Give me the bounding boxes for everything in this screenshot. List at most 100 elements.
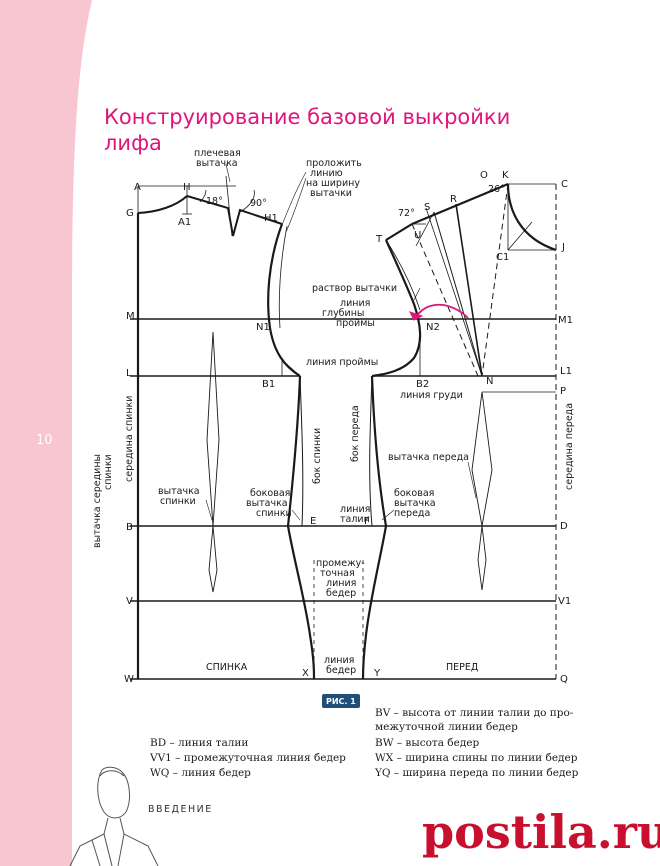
back-neckline: [137, 195, 188, 214]
svg-text:N: N: [486, 376, 493, 387]
svg-text:R: R: [450, 194, 457, 205]
svg-text:линия: линия: [324, 655, 354, 666]
legend-right: BV – высота от линии талии до про- межут…: [374, 707, 579, 779]
svg-text:линия проймы: линия проймы: [306, 357, 378, 368]
back-side-dart: [299, 375, 304, 527]
svg-text:BV – высота от линии талии до: BV – высота от линии талии до про-: [375, 707, 574, 719]
pink-side-band: [0, 0, 92, 866]
angle-72: 72°: [398, 208, 415, 219]
svg-text:YQ – ширина переда по линии бе: YQ – ширина переда по линии бедер: [374, 767, 579, 779]
svg-text:Y: Y: [373, 668, 381, 679]
svg-text:C: C: [561, 179, 568, 190]
svg-text:проложить: проложить: [306, 158, 362, 169]
point-letters: A H A1 G H1 M N1 L B1 B E V W X O K C S …: [124, 170, 573, 685]
svg-text:C1: C1: [496, 252, 509, 263]
svg-text:V: V: [126, 596, 133, 607]
svg-text:B: B: [126, 522, 133, 533]
front-armhole: [371, 239, 422, 378]
svg-text:K: K: [502, 170, 509, 181]
svg-text:бедер: бедер: [326, 588, 356, 599]
svg-text:межуточной линии бедер: межуточной линии бедер: [375, 721, 518, 733]
svg-text:F: F: [364, 516, 370, 527]
svg-text:вытачка: вытачка: [196, 158, 238, 169]
front-shoulder-lower: [385, 223, 413, 241]
bodice-pattern-drawing: [130, 163, 557, 680]
svg-text:D: D: [560, 521, 568, 532]
annotation-labels: плечевая вытачка проложить линию на шири…: [92, 148, 575, 676]
svg-text:вытачка: вытачка: [394, 498, 436, 509]
svg-text:проймы: проймы: [336, 318, 375, 329]
svg-text:переда: переда: [394, 508, 430, 519]
svg-text:вытачка: вытачка: [246, 498, 288, 509]
svg-text:середина переда: середина переда: [564, 403, 575, 490]
front-waist-dart-top: [471, 391, 493, 527]
svg-text:T: T: [375, 234, 383, 245]
svg-text:H1: H1: [264, 213, 278, 224]
svg-text:боковая: боковая: [250, 488, 290, 499]
svg-text:спинки: спинки: [160, 496, 196, 507]
svg-text:линия: линия: [326, 578, 356, 589]
front-shoulder-top: [411, 182, 509, 226]
svg-text:Q: Q: [560, 674, 568, 685]
svg-text:СПИНКА: СПИНКА: [206, 662, 248, 673]
legend-left: BD – линия талии VV1 – промежуточная лин…: [149, 737, 346, 779]
svg-text:A: A: [134, 182, 141, 193]
back-shoulder-with-dart: [186, 195, 283, 237]
svg-text:ПЕРЕД: ПЕРЕД: [446, 662, 478, 673]
svg-text:S: S: [424, 202, 430, 213]
page-number: 10: [36, 433, 53, 448]
svg-text:точная: точная: [320, 568, 355, 579]
svg-text:U: U: [414, 230, 421, 241]
svg-text:H: H: [183, 182, 191, 193]
svg-text:линия груди: линия груди: [400, 390, 463, 401]
svg-text:J: J: [561, 242, 565, 253]
svg-text:B2: B2: [416, 379, 429, 390]
watermark-logo: postila.ru: [422, 805, 660, 859]
svg-text:M1: M1: [558, 315, 573, 326]
svg-text:спинки: спинки: [256, 508, 292, 519]
svg-text:боковая: боковая: [394, 488, 434, 499]
fashion-sketch-illustration: [69, 766, 159, 866]
svg-text:на ширину: на ширину: [306, 178, 360, 189]
svg-text:спинки: спинки: [103, 454, 114, 490]
figure-label: РИС. 1: [326, 697, 356, 706]
back-side-seam: [286, 375, 316, 680]
footer-section-title: ВВЕДЕНИЕ: [148, 804, 213, 815]
svg-text:промежу-: промежу-: [316, 558, 365, 569]
svg-text:линия: линия: [340, 298, 370, 309]
dart-opening-arrow: [413, 303, 469, 321]
svg-text:P: P: [560, 386, 566, 397]
svg-text:глубины: глубины: [322, 308, 364, 319]
front-side-dart: [369, 375, 373, 527]
svg-text:талии: талии: [340, 514, 370, 525]
svg-text:линию: линию: [310, 168, 343, 179]
angle-90: 90°: [250, 198, 267, 209]
figure-badge: [322, 694, 360, 708]
svg-text:вытачка переда: вытачка переда: [388, 452, 469, 463]
svg-text:WX – ширина спины по линии бед: WX – ширина спины по линии бедер: [375, 752, 578, 764]
svg-text:N2: N2: [426, 322, 440, 333]
svg-text:линия: линия: [340, 504, 370, 515]
svg-text:W: W: [124, 674, 134, 685]
back-armhole: [267, 223, 301, 377]
svg-text:VV1 – промежуточная линия беде: VV1 – промежуточная линия бедер: [149, 752, 346, 764]
svg-text:E: E: [310, 516, 316, 527]
svg-text:середина спинки: середина спинки: [124, 396, 135, 482]
angle-18: 18°: [206, 196, 223, 207]
svg-text:WQ – линия бедер: WQ – линия бедер: [150, 767, 251, 779]
bust-dart-leg1: [433, 211, 483, 377]
bust-dart-leg2: [455, 203, 483, 377]
svg-text:L: L: [126, 368, 132, 379]
svg-text:L1: L1: [560, 366, 572, 377]
back-waist-dart-bottom: [208, 525, 218, 593]
svg-text:бок переда: бок переда: [350, 405, 361, 462]
svg-text:O: O: [480, 170, 488, 181]
svg-text:M: M: [126, 311, 135, 322]
front-neckline: [506, 183, 557, 252]
svg-text:V1: V1: [558, 596, 571, 607]
svg-text:B1: B1: [262, 379, 275, 390]
svg-text:плечевая: плечевая: [194, 148, 241, 159]
front-side-seam: [361, 375, 388, 680]
svg-text:BW – высота бедер: BW – высота бедер: [375, 737, 480, 749]
